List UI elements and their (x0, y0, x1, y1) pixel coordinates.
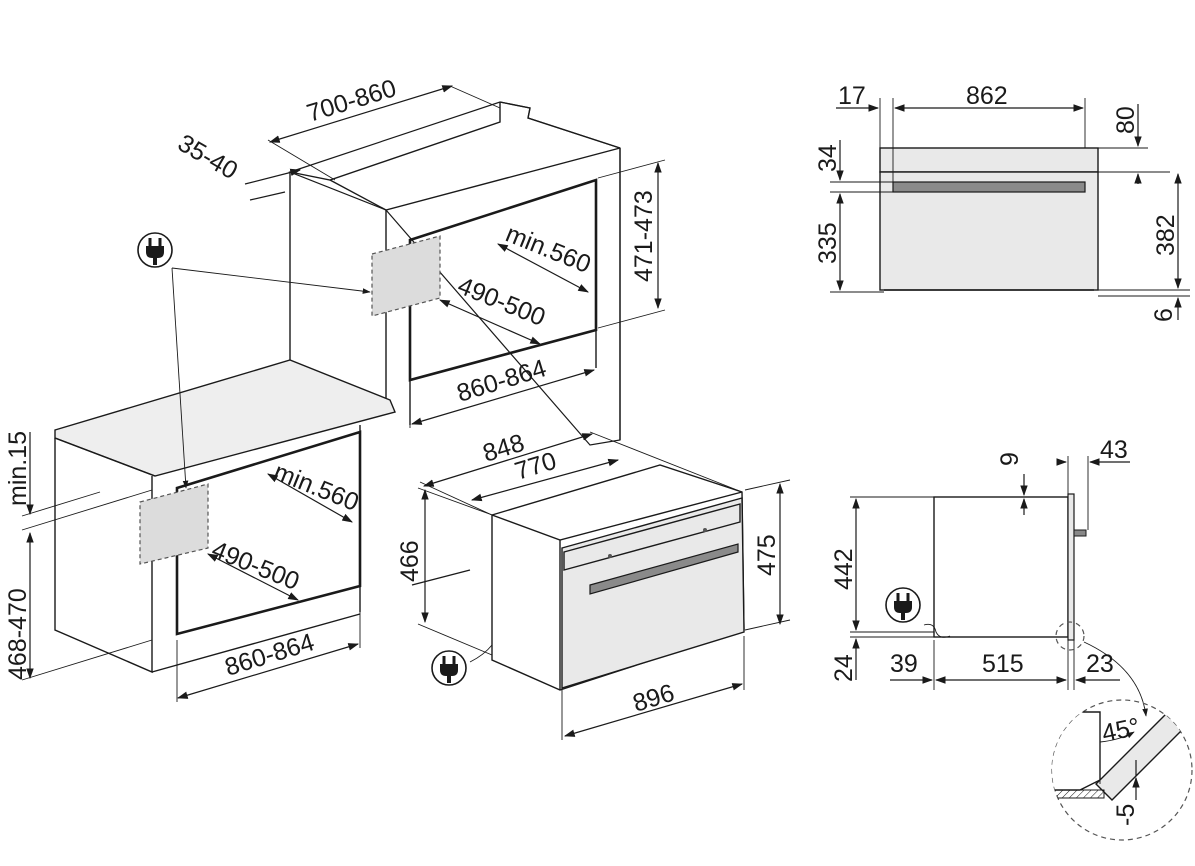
side-view-drawing: 9 43 442 24 39 515 23 (830, 436, 1148, 717)
appliance-drawing: 848 770 466 475 896 (396, 429, 791, 740)
power-plug-icon (885, 587, 921, 623)
under-min-depth-label: min.560 (270, 458, 363, 517)
front-bottom-gap-label: 6 (1150, 308, 1178, 322)
detail-offset-label: -5 (1112, 804, 1140, 826)
side-height-label: 442 (830, 548, 858, 590)
appliance-height-body-label: 466 (396, 540, 424, 582)
under-height-label: 468-470 (4, 588, 32, 680)
side-front-offset-label: 39 (890, 650, 918, 678)
side-top-gap-label: 9 (996, 452, 1024, 466)
column-niche-height-label: 471-473 (630, 190, 658, 282)
front-top-height-label: 80 (1112, 106, 1140, 134)
column-gap-label: 35-40 (173, 129, 242, 185)
under-depth-label: 490-500 (208, 536, 304, 596)
detail-view-drawing: 45° -5 (1051, 699, 1193, 841)
side-body-depth-label: 515 (982, 650, 1024, 678)
side-foot-height-label: 24 (830, 654, 858, 682)
front-front-height-label: 382 (1152, 214, 1180, 256)
power-plug-icon (137, 232, 173, 268)
appliance-height-front-label: 475 (753, 534, 781, 576)
appliance-width-front-label: 896 (630, 679, 678, 718)
under-gap-label: min.15 (4, 431, 32, 506)
front-panel-height-label: 34 (814, 144, 842, 172)
power-plug-icon (431, 650, 467, 686)
column-width-label: 700-860 (304, 74, 400, 128)
side-rear-offset-label: 23 (1086, 650, 1114, 678)
front-side-offset-label: 17 (838, 82, 866, 110)
under-width-label: 860-864 (222, 628, 318, 682)
under-counter-drawing: min.15 468-470 min.560 490-500 860-864 (4, 359, 471, 702)
side-door-depth-label: 43 (1100, 436, 1128, 464)
column-niche-width-label: 860-864 (454, 354, 550, 408)
front-width-label: 862 (966, 82, 1008, 110)
connection-lines (171, 267, 371, 489)
front-view-drawing: 17 862 80 34 335 382 6 (814, 82, 1190, 322)
detail-angle-label: 45° (1099, 713, 1142, 748)
front-body-height-label: 335 (814, 222, 842, 264)
